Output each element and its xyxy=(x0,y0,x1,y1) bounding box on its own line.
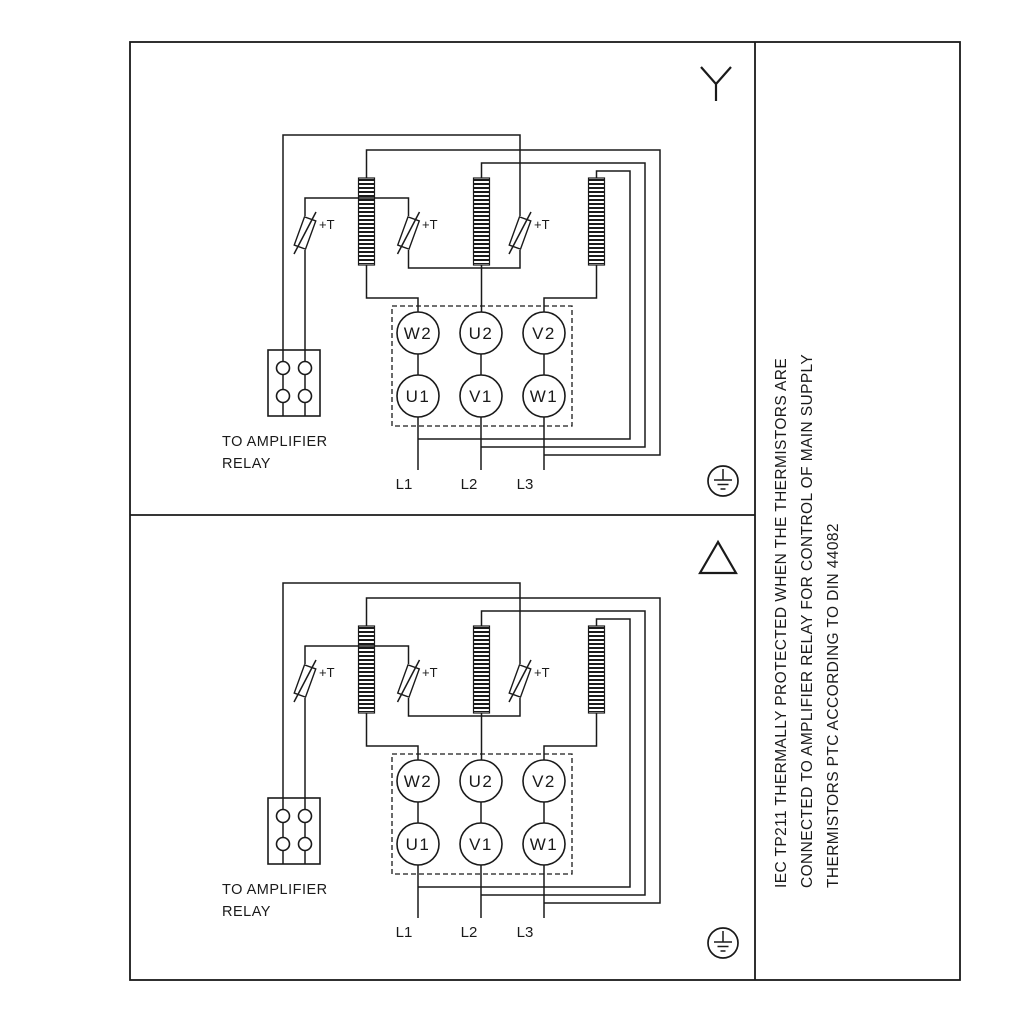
thermistor-ptc xyxy=(396,659,421,703)
panel-star-connection: +T +T +T W2 U2 V2 U1 V1 W1 TO AMPLIFIER … xyxy=(222,134,661,493)
delta-symbol-icon xyxy=(698,539,738,575)
side-note-line3: THERMISTORS PTC ACCORDING TO DIN 44082 xyxy=(825,523,842,888)
earth-ground-icon xyxy=(707,927,739,959)
earth-ground-icon xyxy=(707,465,739,497)
terminal-v1-label: V1 xyxy=(469,835,493,854)
terminal-u2 xyxy=(459,759,503,803)
motor-winding-coil-outline xyxy=(357,177,376,266)
wiring-lines xyxy=(282,582,661,918)
motor-winding-coil-outline xyxy=(472,177,491,266)
terminal-block-outline xyxy=(391,305,573,427)
motor-winding-coil-outline xyxy=(587,177,606,266)
terminal-u2-label: U2 xyxy=(469,324,494,343)
terminal-u2 xyxy=(459,311,503,355)
wye-symbol-icon xyxy=(700,66,732,101)
terminal-v2-label: V2 xyxy=(532,772,556,791)
side-note-line1: IEC TP211 THERMALLY PROTECTED WHEN THE T… xyxy=(773,358,790,888)
relay-terminal xyxy=(275,836,291,852)
supply-l3-label: L3 xyxy=(517,924,534,941)
terminal-v1 xyxy=(459,374,503,418)
terminal-u1-label: U1 xyxy=(406,835,431,854)
relay-caption-line2: RELAY xyxy=(222,904,271,920)
supply-l2-label: L2 xyxy=(461,476,478,493)
supply-l1-label: L1 xyxy=(396,924,413,941)
terminal-w1 xyxy=(522,822,566,866)
side-note-line2: CONNECTED TO AMPLIFIER RELAY FOR CONTROL… xyxy=(799,354,816,888)
panel-delta-connection: +T +T +T W2 U2 V2 U1 V1 W1 TO AMPLIFIER … xyxy=(222,582,661,941)
terminal-v2 xyxy=(522,311,566,355)
supply-l2-label: L2 xyxy=(461,924,478,941)
relay-terminal xyxy=(297,808,313,824)
relay-terminal xyxy=(275,388,291,404)
relay-terminal xyxy=(297,836,313,852)
terminal-u1 xyxy=(396,822,440,866)
terminal-w2 xyxy=(396,759,440,803)
relay-caption-line2: RELAY xyxy=(222,456,271,472)
relay-caption-line1: TO AMPLIFIER xyxy=(222,434,328,450)
thermistor-ptc xyxy=(293,659,317,703)
terminal-w1-label: W1 xyxy=(530,835,559,854)
side-note: IEC TP211 THERMALLY PROTECTED WHEN THE T… xyxy=(773,354,842,888)
thermistor-label: +T xyxy=(422,217,438,232)
thermistor-label: +T xyxy=(534,217,550,232)
panel-divider xyxy=(130,42,756,980)
relay-caption-line1: TO AMPLIFIER xyxy=(222,882,328,898)
terminal-v1 xyxy=(459,822,503,866)
terminal-block-outline xyxy=(391,753,573,875)
thermistor-label: +T xyxy=(422,665,438,680)
thermistor-ptc xyxy=(293,211,317,255)
terminal-u1 xyxy=(396,374,440,418)
thermistor-ptc xyxy=(396,211,421,255)
motor-winding-coil-outline xyxy=(357,625,376,714)
terminal-w1 xyxy=(522,374,566,418)
motor-winding-coil-outline xyxy=(472,625,491,714)
terminal-w2 xyxy=(396,311,440,355)
thermistor-label: +T xyxy=(534,665,550,680)
diagram-border xyxy=(129,41,961,981)
terminal-u1-label: U1 xyxy=(406,387,431,406)
relay-terminal-box xyxy=(267,797,321,865)
relay-terminal-box xyxy=(267,349,321,417)
terminal-w2-label: W2 xyxy=(404,772,433,791)
terminal-v1-label: V1 xyxy=(469,387,493,406)
terminal-w1-label: W1 xyxy=(530,387,559,406)
thermistor-ptc xyxy=(508,659,532,703)
terminal-v2 xyxy=(522,759,566,803)
terminal-u2-label: U2 xyxy=(469,772,494,791)
terminal-v2-label: V2 xyxy=(532,324,556,343)
thermistor-label: +T xyxy=(319,665,335,680)
supply-l1-label: L1 xyxy=(396,476,413,493)
relay-terminal xyxy=(275,808,291,824)
thermistor-ptc xyxy=(508,211,532,255)
terminal-w2-label: W2 xyxy=(404,324,433,343)
wiring-lines xyxy=(282,134,661,470)
relay-terminal xyxy=(297,360,313,376)
supply-l3-label: L3 xyxy=(517,476,534,493)
relay-terminal xyxy=(275,360,291,376)
thermistor-label: +T xyxy=(319,217,335,232)
motor-winding-coil-outline xyxy=(587,625,606,714)
relay-terminal xyxy=(297,388,313,404)
